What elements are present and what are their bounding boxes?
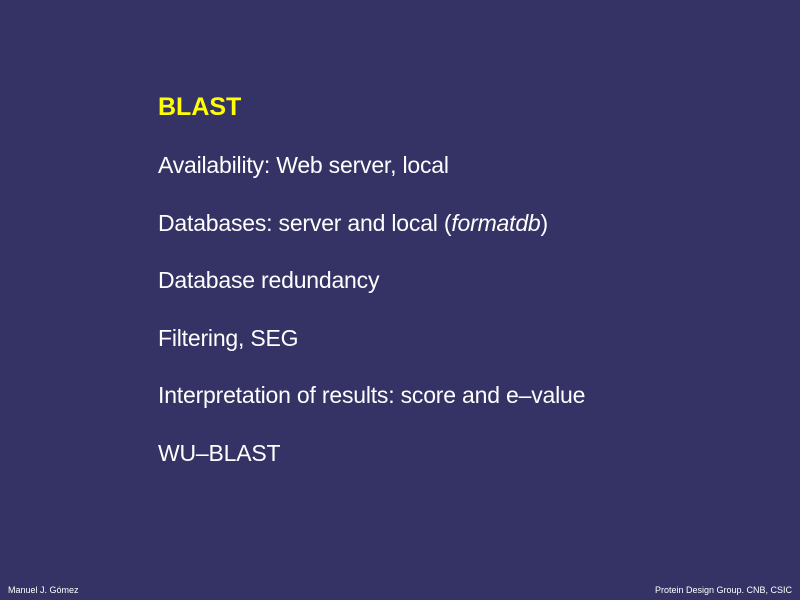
bullet-text: Availability: Web server, local — [158, 152, 449, 178]
footer-affiliation: Protein Design Group. CNB, CSIC — [654, 585, 792, 595]
bullet-interpretation: Interpretation of results: score and e–v… — [158, 380, 585, 438]
footer-author: Manuel J. Gómez — [8, 585, 79, 595]
bullet-filtering: Filtering, SEG — [158, 323, 585, 381]
bullet-availability: Availability: Web server, local — [158, 150, 585, 208]
bullet-text: Filtering, SEG — [158, 324, 299, 351]
bullet-list: Availability: Web server, local Database… — [158, 150, 585, 495]
slide-title: BLAST — [158, 93, 242, 121]
bullet-text: Databases: server and local ( — [158, 209, 452, 236]
bullet-text: Interpretation of results: score and e–v… — [158, 382, 586, 408]
bullet-text: WU–BLAST — [158, 439, 281, 466]
bullet-databases: Databases: server and local (formatdb) — [158, 208, 585, 266]
bullet-text: Database redundancy — [158, 267, 380, 293]
bullet-text-suffix: ) — [540, 209, 549, 236]
bullet-redundancy: Database redundancy — [158, 265, 585, 323]
bullet-text-italic: formatdb — [451, 209, 541, 236]
bullet-wu-blast: WU–BLAST — [158, 438, 585, 496]
